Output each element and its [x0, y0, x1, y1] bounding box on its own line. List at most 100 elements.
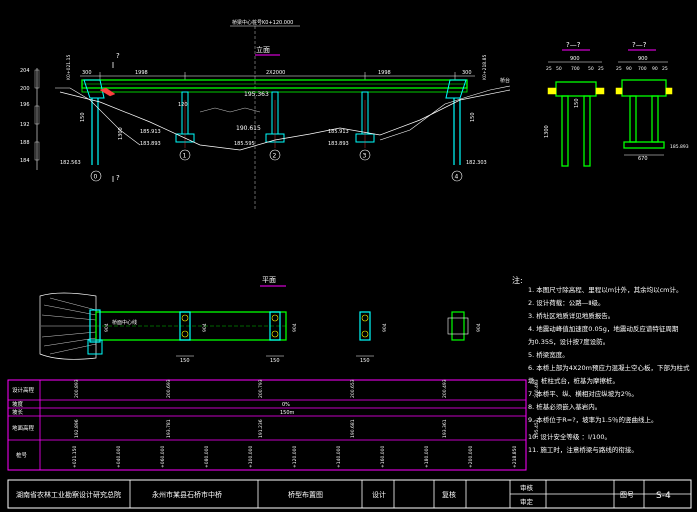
- note-11: 11. 施工时，注意桥梁与路线的衔接。: [528, 445, 638, 454]
- note-1: 1. 本图尺寸除高程、里程以m计外，其余均以cm计。: [528, 285, 683, 294]
- design-elev-3: 200.653: [350, 379, 356, 398]
- station-4: +100.000: [248, 445, 254, 468]
- elev-a0: 182.563: [60, 160, 81, 166]
- elev-p3a: 185.913: [328, 129, 349, 135]
- elevation-title: 立面: [256, 45, 270, 54]
- elev-deck: 195.363: [244, 91, 269, 98]
- row-label-station: 桩号: [16, 451, 28, 459]
- plan-deck-label: 桥面中心线: [112, 319, 137, 326]
- design-elev-2: 200.793: [258, 379, 264, 398]
- notes-heading: 注:: [512, 275, 523, 285]
- length-value: 150m: [280, 410, 295, 416]
- design-elev-5: 200.463: [534, 379, 540, 398]
- level-188: 188: [20, 140, 30, 146]
- left-station: K0+021.15: [66, 55, 72, 80]
- section-mark-right: ?: [116, 174, 120, 182]
- note-6b: 墩、桩柱式台，桩基为摩擦桩。: [528, 376, 619, 385]
- station-10: +218.850: [512, 445, 518, 468]
- pier-height-left: 1300: [118, 127, 124, 140]
- s2-dim-d: 90: [652, 66, 658, 72]
- water-wave: [199, 107, 261, 113]
- station-label: 桥梁中心桩号K0+120.000: [232, 19, 293, 26]
- design-elev-1: 200.693: [166, 379, 172, 398]
- note-6: 6. 本桥上部为4X20m预应力混凝土空心板，下部为柱式: [528, 363, 690, 372]
- station-3: +080.000: [204, 445, 210, 468]
- s2-dim-top: 900: [638, 56, 648, 62]
- dim-edge-left: 300: [82, 70, 92, 76]
- abutment-left: [55, 79, 141, 165]
- elevation-view: 桥梁中心桩号K0+120.000 立面 204 200 196 192 188 …: [20, 19, 511, 210]
- section-2-title: ?—?: [632, 41, 647, 49]
- note-2: 2. 设计荷载：公路—Ⅱ级。: [528, 298, 604, 307]
- note-7: 7. 本桥平、纵、横相对应纵坡为2％。: [528, 389, 638, 398]
- row-label-design: 设计高程: [12, 386, 35, 394]
- note-4: 4. 地震动峰值加速度0.05g，地震动反应谱特征周期: [528, 324, 679, 333]
- design-label: 设计: [372, 490, 386, 499]
- plan-width-3: 904: [292, 323, 298, 332]
- s1-dim-top: 900: [570, 56, 580, 62]
- s2-dim-b: 90: [626, 66, 632, 72]
- row-label-length: 坡长: [12, 408, 24, 416]
- note-8: 8. 桩基必须嵌入基岩内。: [528, 402, 601, 411]
- pier-no-4: 4: [455, 174, 459, 181]
- section-views: ?—? ?—? 900 25 50 700 50 25 1300 150 900…: [544, 41, 689, 167]
- level-184: 184: [20, 158, 30, 164]
- s1-dim-a: 25: [546, 66, 552, 72]
- ground-elev-2: 191.236: [258, 419, 264, 438]
- s2-dim-e: 25: [662, 66, 668, 72]
- note-10: 10. 设计安全等级 ：I/100。: [528, 432, 611, 441]
- pile-len-right: 150: [470, 112, 476, 122]
- station-6: +140.000: [336, 445, 342, 468]
- pier-number-circles: 0 1 2 3 4: [90, 149, 463, 182]
- pier-no-2: 2: [273, 153, 277, 160]
- note-9: 9. 本桥位于R=?，坡率为1.5％的竖曲线上。: [528, 415, 658, 424]
- pier-3: [355, 91, 375, 148]
- plan-bottom-2: 150: [270, 358, 280, 364]
- approve-label: 审定: [520, 497, 534, 506]
- plan-width-5: 904: [476, 323, 482, 332]
- row-label-ground: 地面高程: [12, 424, 35, 432]
- s2-dim-a: 25: [616, 66, 622, 72]
- elev-a4: 182.303: [466, 160, 487, 166]
- s2-elev: 185.893: [670, 144, 689, 150]
- station-5: +120.000: [292, 445, 298, 468]
- drawing-name: 桥型布置图: [288, 490, 323, 499]
- plan-bottom-3: 150: [360, 358, 370, 364]
- plan-width-4: 904: [382, 323, 388, 332]
- right-tag: 桥台: [500, 77, 510, 84]
- pier-2: [265, 91, 285, 148]
- ground-elev-4: 193.361: [442, 419, 448, 438]
- pier-no-1: 1: [183, 153, 187, 160]
- plan-width-1: 904: [104, 323, 110, 332]
- s1-height: 1300: [544, 125, 550, 138]
- pier-no-3: 3: [363, 153, 367, 160]
- station-9: +200.000: [468, 445, 474, 468]
- station-2: +060.000: [160, 445, 166, 468]
- station-values: +021.150+040.000+060.000+080.000+100.000…: [72, 445, 518, 468]
- project-name: 永州市某县石桥市中桥: [152, 490, 222, 499]
- row-label-grade: 坡度: [12, 400, 24, 408]
- section-mark-left: ?: [116, 52, 120, 60]
- ground-elev-1: 193.781: [166, 419, 172, 438]
- s1-pile: 150: [574, 98, 580, 108]
- station-0: +021.150: [72, 445, 78, 468]
- s2-dim-c: 700: [638, 66, 647, 72]
- plan-view: 平面 桥面中心线 904: [39, 276, 482, 364]
- design-elevations: 200.893 200.693 200.793 200.653 200.493 200.4…: [74, 379, 540, 398]
- design-elev-0: 200.893: [74, 379, 80, 398]
- sheet-number: S-4: [656, 491, 671, 501]
- check-label: 审核: [520, 483, 534, 492]
- plan-bottom-1: 150: [180, 358, 190, 364]
- dim-span-right: 1998: [378, 70, 391, 76]
- abutment-right: 桥台: [379, 77, 511, 165]
- design-elev-4: 200.493: [442, 379, 448, 398]
- dim-span-left: 1998: [135, 70, 148, 76]
- level-200: 200: [20, 86, 30, 92]
- s1-dim-b: 50: [556, 66, 562, 72]
- note-4b: 为0.35S，设计按7度设防。: [528, 337, 609, 346]
- ground-elev-3: 190.681: [350, 419, 356, 438]
- s1-dim-c: 700: [571, 66, 580, 72]
